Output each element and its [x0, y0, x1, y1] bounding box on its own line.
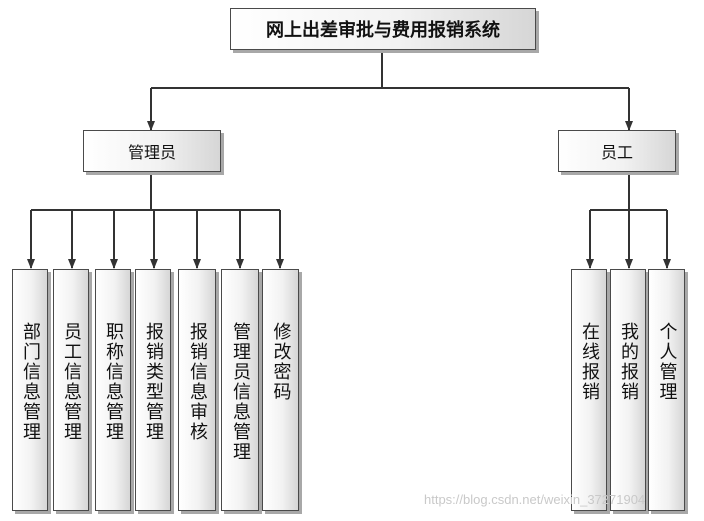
admin-child-change-password: 修改密码 [262, 269, 299, 511]
watermark-text: https://blog.csdn.net/weixin_37271904 [424, 492, 646, 507]
admin-child-employee-info: 员工信息管理 [53, 269, 89, 511]
admin-node: 管理员 [83, 130, 221, 172]
root-label: 网上出差审批与费用报销系统 [266, 20, 500, 41]
admin-child-title-info: 职称信息管理 [95, 269, 131, 511]
admin-child-reimbursement-review: 报销信息审核 [178, 269, 216, 511]
admin-child-admin-info: 管理员信息管理 [221, 269, 259, 511]
admin-child-label: 管理员信息管理 [230, 322, 251, 462]
employee-node: 员工 [558, 130, 676, 172]
employee-child-my-reimbursement: 我的报销 [610, 269, 646, 511]
admin-child-label: 报销类型管理 [143, 322, 164, 442]
employee-child-personal-management: 个人管理 [648, 269, 685, 511]
admin-child-label: 部门信息管理 [20, 322, 41, 442]
admin-child-label: 员工信息管理 [61, 322, 82, 442]
employee-label: 员工 [600, 143, 633, 162]
employee-child-label: 在线报销 [579, 322, 600, 402]
admin-child-label: 职称信息管理 [103, 322, 124, 442]
admin-child-label: 报销信息审核 [187, 322, 208, 442]
employee-child-online-reimbursement: 在线报销 [571, 269, 607, 511]
admin-child-reimbursement-type: 报销类型管理 [135, 269, 171, 511]
admin-child-department-info: 部门信息管理 [12, 269, 48, 511]
root-node: 网上出差审批与费用报销系统 [230, 8, 536, 50]
admin-child-label: 修改密码 [270, 322, 292, 402]
employee-child-label: 我的报销 [618, 322, 639, 402]
employee-child-label: 个人管理 [656, 322, 678, 402]
admin-label: 管理员 [127, 143, 176, 162]
